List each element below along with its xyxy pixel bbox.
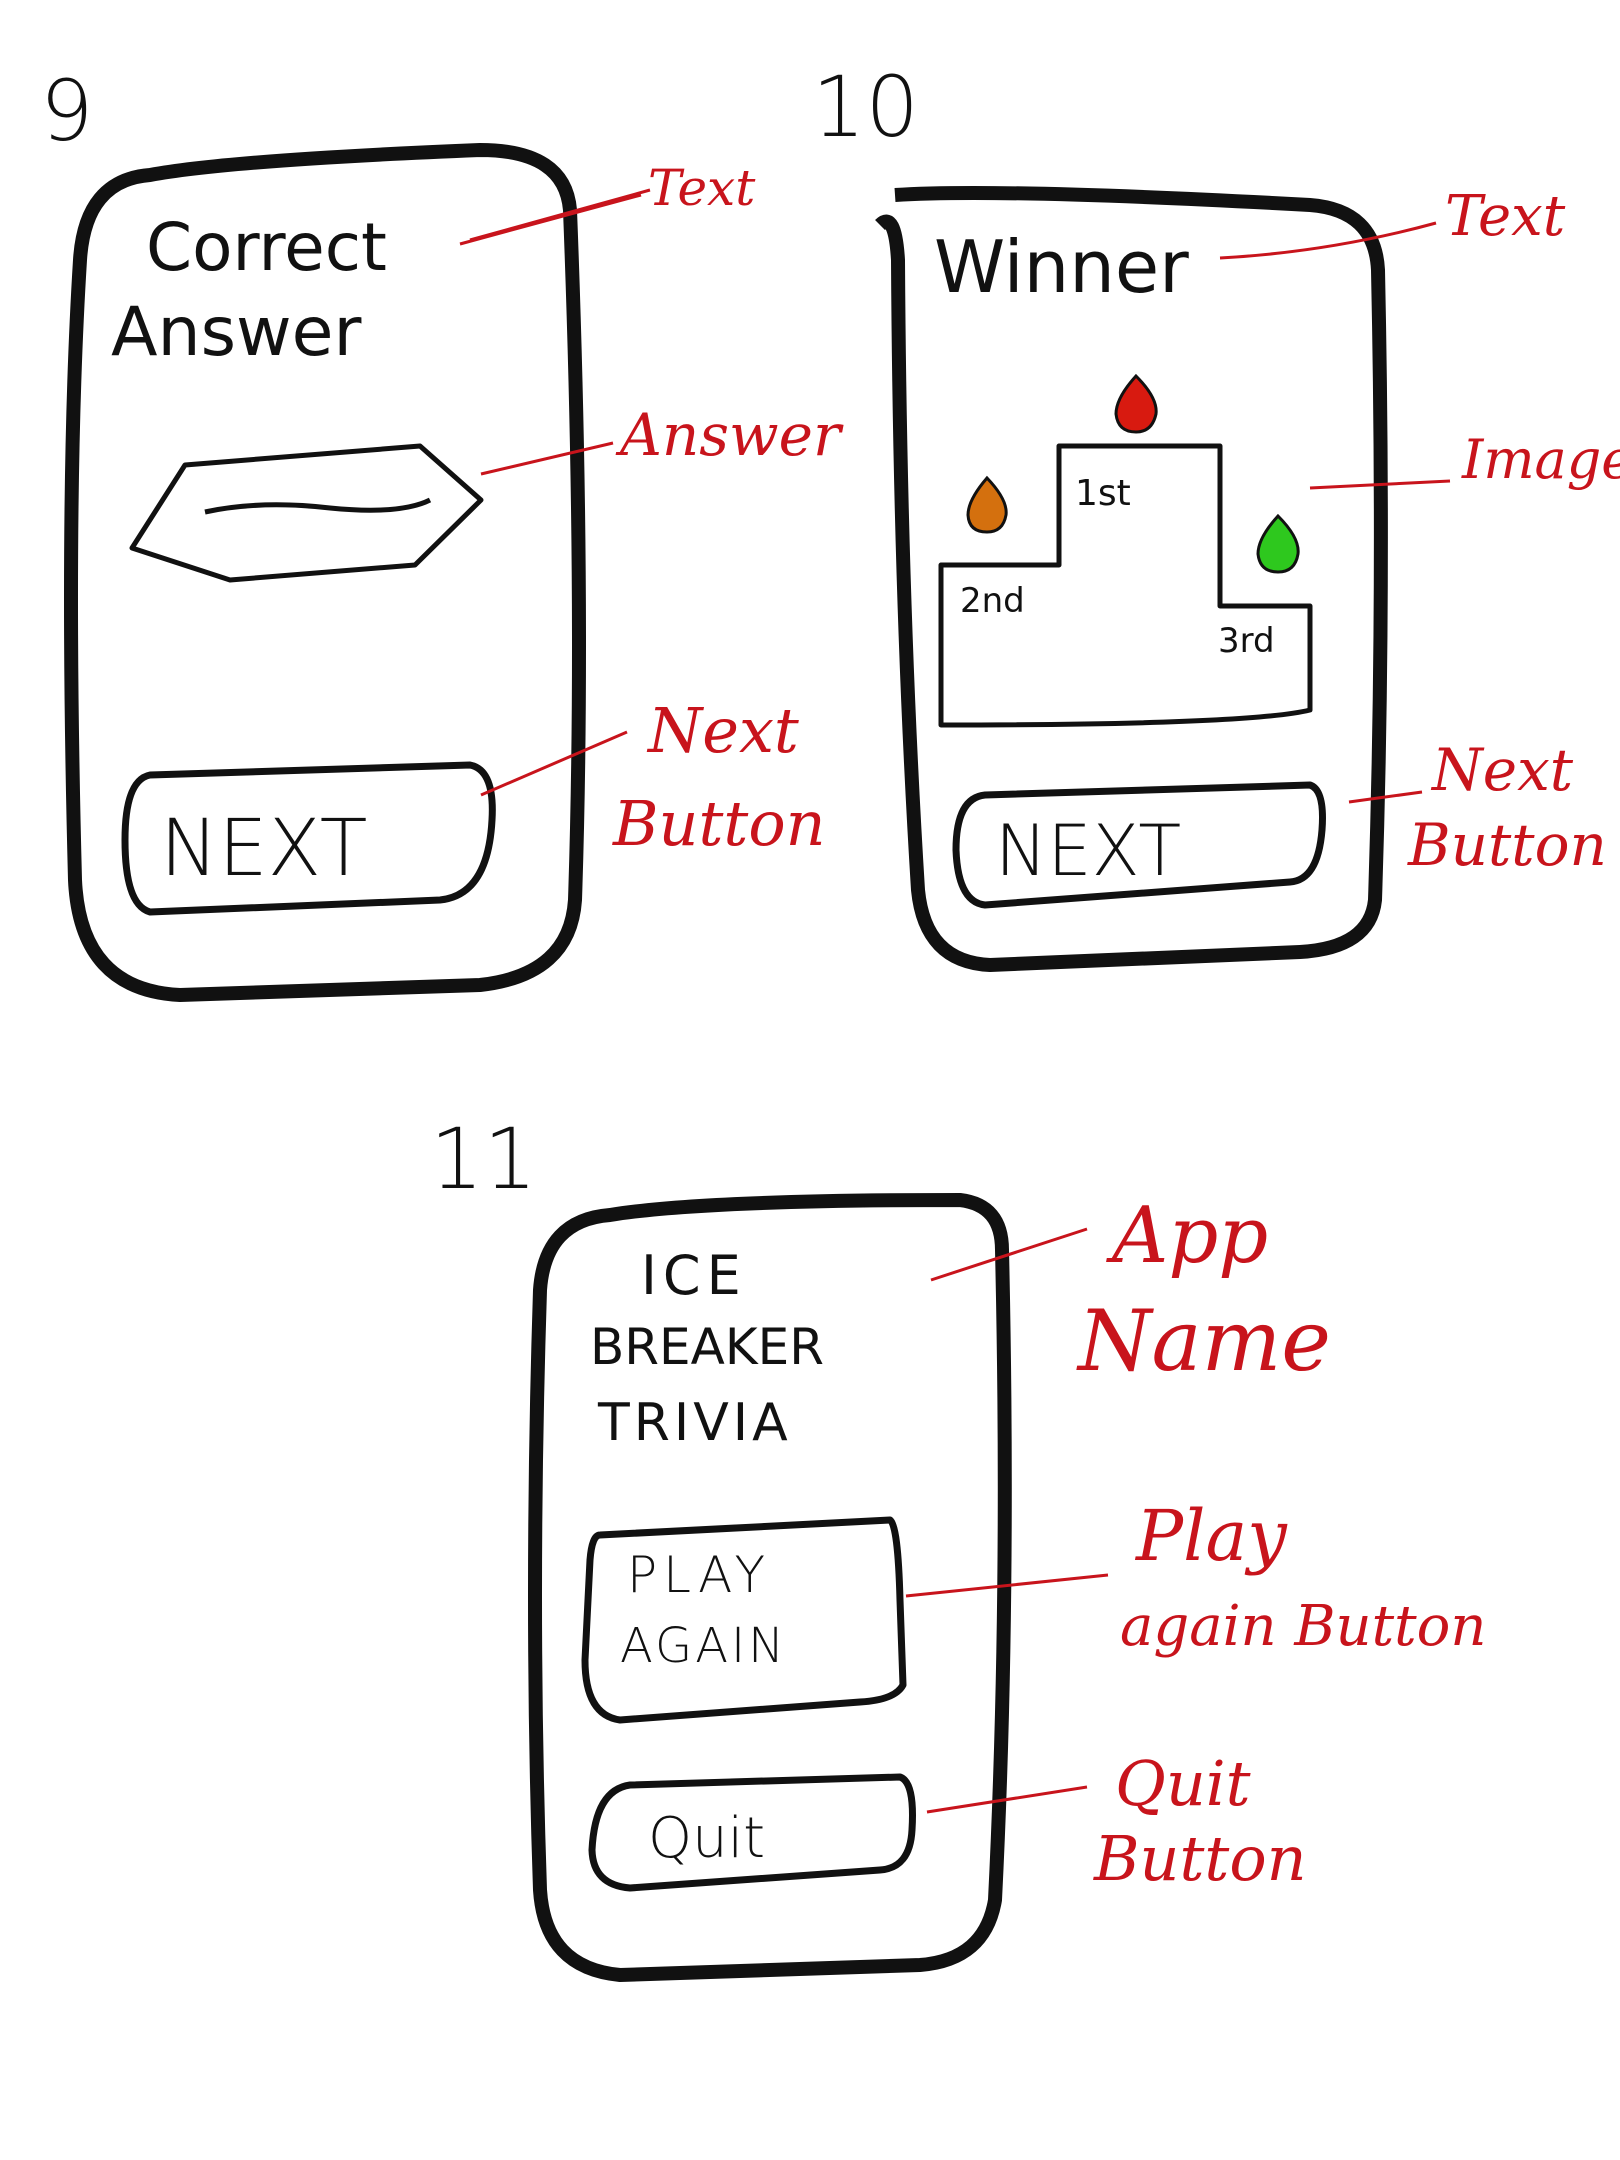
next-button[interactable]: NEXT [952, 781, 1326, 909]
screen-number: 10 [812, 58, 919, 156]
title-text: Answer [111, 293, 361, 372]
phone-frame [64, 143, 586, 1002]
second-place-drop-icon [966, 475, 1008, 534]
quit-button[interactable]: Quit [588, 1773, 916, 1892]
annotation-line [926, 1785, 1088, 1814]
phone-frame [875, 185, 1388, 972]
podium-first-label: 1st [1075, 473, 1131, 514]
next-button[interactable]: NEXT [121, 761, 496, 916]
annotation-line [459, 188, 651, 246]
podium-image: 1st 2nd 3rd [938, 373, 1313, 728]
third-place-drop-icon [1256, 513, 1300, 574]
screen-11: 11 ICE BREAKER TRIVIA PLAY AGAIN Quit Ap… [430, 1110, 1486, 1982]
app-name-line: ICE [641, 1244, 747, 1307]
annotation-line [480, 441, 614, 476]
screen-10: 10 Winner 1st 2nd 3rd NEXT Text Image Ne… [812, 58, 1620, 972]
annotation-button: Button [1093, 1822, 1307, 1895]
annotation-image: Image [1461, 428, 1620, 491]
app-name-line: TRIVIA [597, 1393, 792, 1453]
annotation-line [930, 1227, 1088, 1282]
annotation-line [480, 730, 628, 797]
app-name-line: BREAKER [590, 1318, 824, 1376]
next-button-label: NEXT [995, 810, 1181, 892]
answer-box [129, 443, 484, 583]
annotation-text: Text [648, 159, 756, 217]
annotation-line [1219, 221, 1437, 260]
annotation-again-button: again Button [1120, 1594, 1486, 1659]
annotation-line [905, 1573, 1109, 1598]
podium-third-label: 3rd [1218, 621, 1275, 661]
play-again-button[interactable]: PLAY AGAIN [581, 1516, 907, 1724]
screen-9: 9 Correct Answer NEXT Text Answer Next B… [40, 62, 844, 1002]
annotation-name: Name [1076, 1292, 1331, 1390]
screen-number: 11 [430, 1110, 537, 1208]
next-button-label: NEXT [160, 804, 367, 894]
title-text: Correct [146, 209, 387, 286]
annotation-quit: Quit [1115, 1747, 1251, 1820]
annotation-play: Play [1134, 1495, 1288, 1577]
title-text: Winner [934, 225, 1189, 309]
annotation-text: Text [1445, 184, 1566, 249]
annotation-button: Button [612, 787, 826, 860]
first-place-drop-icon [1114, 373, 1158, 434]
annotation-button: Button [1407, 811, 1607, 879]
annotation-answer: Answer [615, 401, 844, 469]
annotation-app: App [1106, 1191, 1268, 1281]
annotation-next: Next [646, 694, 799, 767]
play-again-label: PLAY [627, 1546, 771, 1604]
annotation-line [1348, 790, 1423, 804]
quit-button-label: Quit [648, 1806, 765, 1871]
screen-number: 9 [40, 62, 93, 160]
annotation-line [1309, 479, 1451, 490]
play-again-label: AGAIN [620, 1618, 787, 1674]
podium-second-label: 2nd [960, 581, 1025, 621]
phone-frame [528, 1193, 1012, 1982]
annotation-next: Next [1430, 736, 1574, 804]
